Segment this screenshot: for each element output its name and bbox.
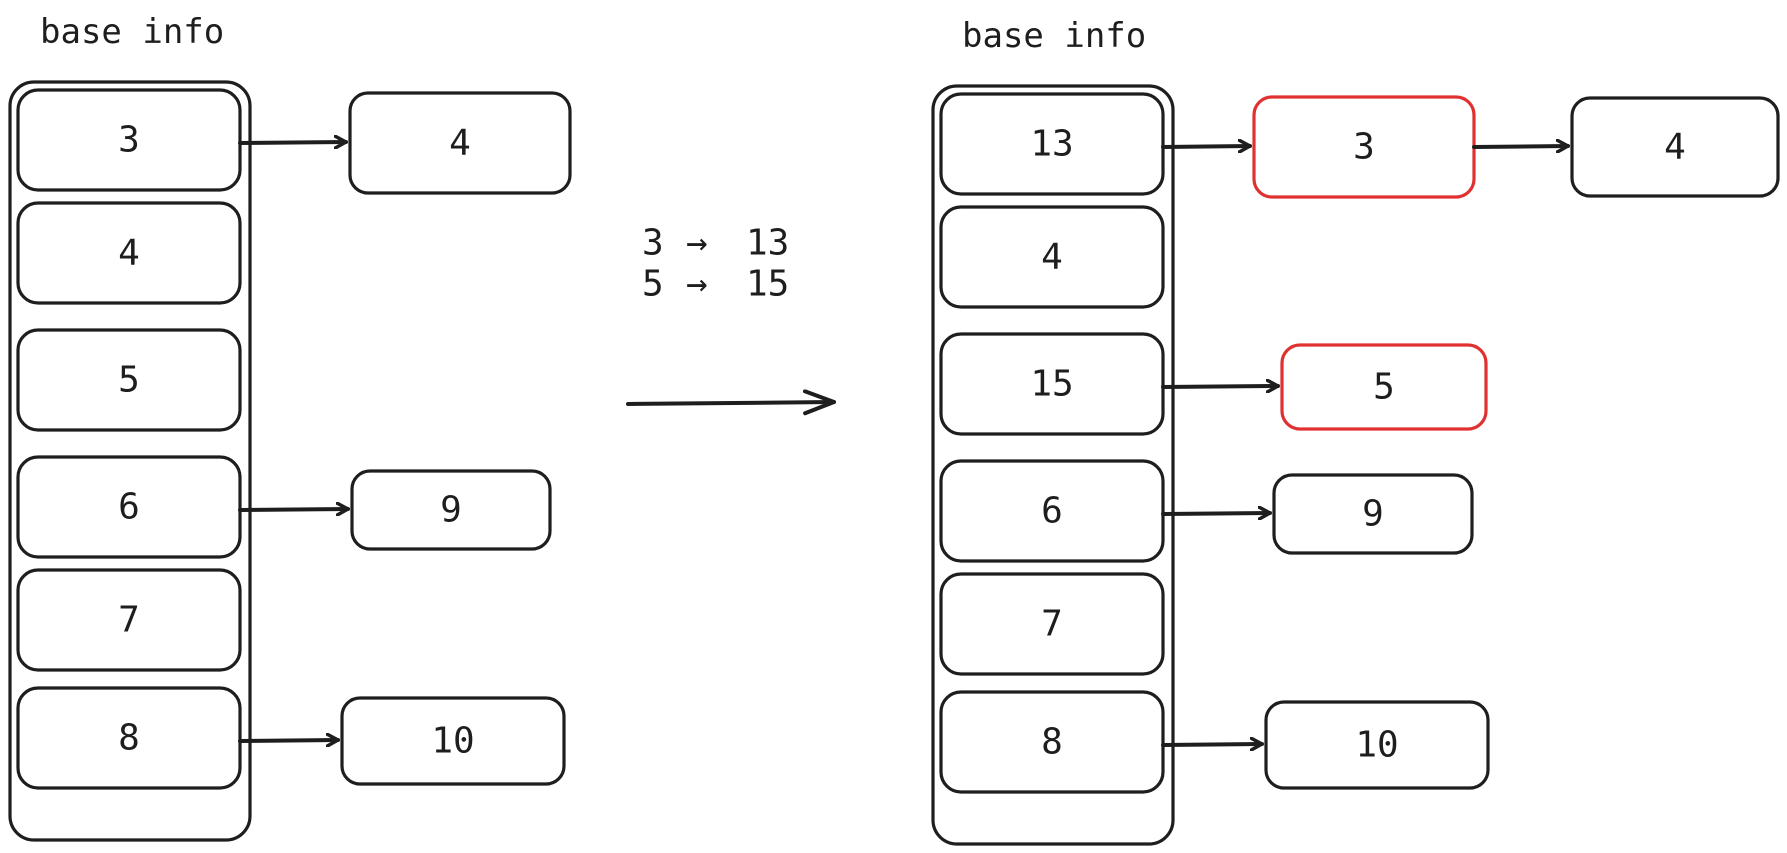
right-chain-1-node-2-value: 4 <box>1664 127 1686 168</box>
left-chain-3-node-1 <box>340 696 566 786</box>
right-slot-5-value: 7 <box>1041 604 1063 645</box>
right-slot-5 <box>939 572 1165 676</box>
right-slot-3 <box>939 332 1165 436</box>
left-chain-1-node-1-value: 4 <box>449 123 471 164</box>
left-slot-5 <box>16 568 242 672</box>
right-chain-1-arrow-2 <box>1472 146 1570 147</box>
left-chains: 4 9 10 <box>238 91 572 786</box>
left-slot-4 <box>16 455 242 559</box>
left-slot-3-value: 5 <box>118 360 140 401</box>
right-chain-4-arrow-1 <box>1161 744 1264 745</box>
right-slot-4-value: 6 <box>1041 491 1063 532</box>
left-bucket-array <box>8 80 252 842</box>
left-slots: 3 4 5 6 7 8 <box>16 88 242 790</box>
right-bucket-array <box>931 84 1175 846</box>
left-slot-3 <box>16 328 242 432</box>
left-slot-6 <box>16 686 242 790</box>
transform-panel: 3 → 13 5 → 15 <box>626 223 836 416</box>
right-chain-4-node-1 <box>1264 700 1490 790</box>
left-chain-3-arrow-1 <box>238 740 340 741</box>
right-slot-2 <box>939 205 1165 309</box>
right-slot-1 <box>939 92 1165 196</box>
left-title: base info <box>40 12 224 52</box>
right-chain-1-node-2 <box>1570 96 1780 198</box>
right-title: base info <box>962 16 1146 56</box>
left-table: base info 3 4 5 6 7 8 4 9 10 <box>8 12 572 842</box>
rule-1-arrow: → <box>686 223 708 264</box>
left-slot-2 <box>16 201 242 305</box>
rule-list: 3 → 13 5 → 15 <box>642 223 789 305</box>
left-chain-1-arrow-1 <box>238 142 348 143</box>
right-chain-3-node-1-value: 9 <box>1362 494 1384 535</box>
left-chain-2-node-1-value: 9 <box>440 490 462 531</box>
right-table: base info 13 4 15 6 7 8 3 4 5 9 10 <box>931 16 1780 846</box>
right-chains: 3 4 5 9 10 <box>1161 95 1780 790</box>
left-slot-1-value: 3 <box>118 120 140 161</box>
left-slot-2-value: 4 <box>118 233 140 274</box>
right-chain-2-arrow-1 <box>1161 386 1280 387</box>
left-slot-1 <box>16 88 242 192</box>
transform-arrow <box>626 389 836 416</box>
right-slot-6 <box>939 690 1165 794</box>
right-chain-2-node-1-value: 5 <box>1373 367 1395 408</box>
right-slots: 13 4 15 6 7 8 <box>939 92 1165 794</box>
right-slot-3-value: 15 <box>1030 364 1073 405</box>
left-slot-6-value: 8 <box>118 718 140 759</box>
right-slot-1-value: 13 <box>1030 124 1073 165</box>
right-chain-4-node-1-value: 10 <box>1355 725 1398 766</box>
rule-2-arrow: → <box>686 264 708 305</box>
right-slot-4 <box>939 459 1165 563</box>
rule-1-from: 3 <box>642 223 664 264</box>
left-chain-2-arrow-1 <box>238 509 350 510</box>
right-chain-3-node-1 <box>1272 473 1474 555</box>
right-chain-1-node-1-value: 3 <box>1353 127 1375 168</box>
rule-1-to: 13 <box>746 223 789 264</box>
left-slot-5-value: 7 <box>118 600 140 641</box>
right-chain-3-arrow-1 <box>1161 513 1272 514</box>
right-slot-6-value: 8 <box>1041 722 1063 763</box>
left-chain-2-node-1 <box>350 469 552 551</box>
rule-2-from: 5 <box>642 264 664 305</box>
left-chain-1-node-1 <box>348 91 572 195</box>
rule-2-to: 15 <box>746 264 789 305</box>
left-chain-3-node-1-value: 10 <box>431 721 474 762</box>
right-chain-2-node-1 <box>1280 343 1488 431</box>
left-slot-4-value: 6 <box>118 487 140 528</box>
right-chain-1-arrow-1 <box>1161 146 1252 147</box>
right-slot-2-value: 4 <box>1041 237 1063 278</box>
